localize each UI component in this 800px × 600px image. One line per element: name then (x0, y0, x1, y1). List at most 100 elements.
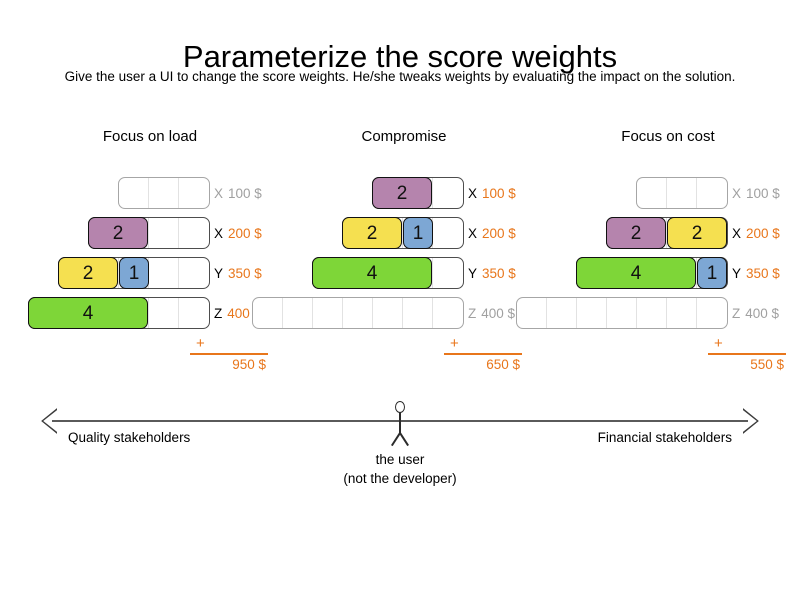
slider-segment-green[interactable]: 4 (312, 257, 432, 289)
slider-tick-cell[interactable] (433, 298, 463, 328)
row-letter: X (732, 185, 742, 201)
slider-track[interactable] (252, 297, 464, 329)
weight-slider[interactable] (636, 177, 728, 209)
slider-segment-purple[interactable]: 2 (606, 217, 666, 249)
weight-slider[interactable]: 2 (372, 177, 464, 209)
row-amount: 100 $ (482, 185, 516, 201)
slider-segment-yellow[interactable]: 2 (342, 217, 402, 249)
slider-tick-cell[interactable] (403, 298, 433, 328)
plus-sign: + (450, 335, 459, 352)
slider-tick-cell[interactable] (149, 298, 179, 328)
slider-tick-cell[interactable] (697, 298, 727, 328)
weight-slider[interactable] (516, 297, 728, 329)
slider-tick-cell[interactable] (667, 298, 697, 328)
figure-caption-line-1: the user (375, 452, 425, 467)
row-amount: 350 $ (746, 265, 780, 281)
slider-tick-cell[interactable] (253, 298, 283, 328)
slider-segment-purple[interactable]: 2 (88, 217, 148, 249)
slider-segment-blue[interactable]: 1 (119, 257, 149, 289)
slider-tick-cell[interactable] (403, 178, 433, 208)
slider-tick-cell[interactable] (149, 178, 179, 208)
slider-tick-cell[interactable] (577, 298, 607, 328)
slider-tick-cell[interactable] (433, 258, 463, 288)
slider-tick-cell[interactable] (433, 218, 463, 248)
slider-segment-blue[interactable]: 1 (697, 257, 727, 289)
slider-tick-cell[interactable] (667, 178, 697, 208)
weight-slider[interactable]: 4 (312, 257, 464, 289)
total-block: +950 $ (190, 336, 268, 373)
slider-tick-cell[interactable] (373, 218, 403, 248)
slider-tick-cell[interactable] (119, 178, 149, 208)
slider-tick-cell[interactable] (517, 298, 547, 328)
scenario-total: +550 $ (536, 335, 800, 381)
slider-tick-cell[interactable] (283, 298, 313, 328)
weight-slider[interactable]: 2 (88, 217, 210, 249)
slider-tick-cell[interactable] (179, 218, 209, 248)
slider-tick-cell[interactable] (149, 258, 179, 288)
figure-body-icon (399, 412, 402, 435)
slider-tick-cell[interactable] (119, 298, 149, 328)
slider-segments: 2 (372, 177, 432, 209)
row-letter: Z (468, 305, 477, 321)
axis-label-left: Quality stakeholders (68, 430, 191, 445)
slider-segments: 4 (312, 257, 432, 289)
slider-tick-cell[interactable] (433, 178, 463, 208)
slider-segment-yellow[interactable]: 2 (58, 257, 118, 289)
slider-tick-cell[interactable] (607, 298, 637, 328)
slider-tick-cell[interactable] (149, 218, 179, 248)
slider-tick-cell[interactable] (373, 298, 403, 328)
slider-tick-cell[interactable] (403, 258, 433, 288)
axis-label-right: Financial stakeholders (597, 430, 732, 445)
slider-tick-cell[interactable] (313, 298, 343, 328)
slider-segment-green[interactable]: 4 (576, 257, 696, 289)
total-divider (190, 353, 268, 355)
slider-tick-cell[interactable] (667, 258, 697, 288)
slider-segment-green[interactable]: 4 (28, 297, 148, 329)
scenario-title: Compromise (361, 128, 447, 145)
weight-slider[interactable]: 4 (28, 297, 210, 329)
slider-track[interactable] (636, 177, 728, 209)
slider-tick-cell[interactable] (179, 258, 209, 288)
slider-segment-purple[interactable]: 2 (372, 177, 432, 209)
slider-track[interactable] (118, 177, 210, 209)
weight-slider[interactable] (118, 177, 210, 209)
total-block: +650 $ (444, 335, 522, 373)
slider-tick-cell[interactable] (637, 218, 667, 248)
slider-tick-cell[interactable] (179, 178, 209, 208)
slider-tick-cell[interactable] (119, 218, 149, 248)
slider-track[interactable] (516, 297, 728, 329)
slider-tick-cell[interactable] (89, 258, 119, 288)
slider-tick-cell[interactable] (697, 178, 727, 208)
slider-segment-yellow[interactable]: 2 (667, 217, 727, 249)
slider-tick-cell[interactable] (179, 298, 209, 328)
weight-slider[interactable] (252, 297, 464, 329)
row-amount: 200 $ (746, 225, 780, 241)
row-letter: X (732, 225, 742, 241)
row-letter: X (468, 225, 478, 241)
slider-tick-cell[interactable] (637, 298, 667, 328)
row-letter: Z (732, 305, 741, 321)
slider-segment-blue[interactable]: 1 (403, 217, 433, 249)
slider-tick-cell[interactable] (637, 178, 667, 208)
slider-tick-cell[interactable] (547, 298, 577, 328)
plus-sign: + (714, 335, 723, 352)
slider-tick-cell[interactable] (343, 298, 373, 328)
total-divider (444, 353, 522, 355)
